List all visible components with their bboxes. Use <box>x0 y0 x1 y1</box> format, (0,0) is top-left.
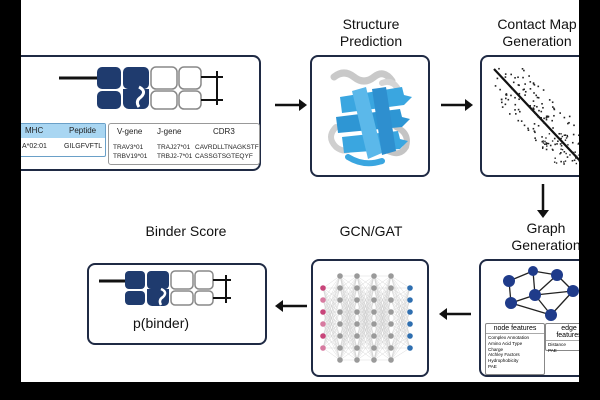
node-feature-item: Complex Annotation <box>488 335 530 340</box>
node-feature-item: Charge <box>488 346 504 352</box>
structure-label-line2: Prediction <box>339 33 403 49</box>
node-feature-item: Amino Acid Type <box>488 340 523 346</box>
mhc-table-header <box>21 124 105 138</box>
edge-feature-item: Distance <box>548 342 566 347</box>
tra-cdr3: CAVRDLLTNAGKSTF <box>195 144 259 151</box>
arrow-to-gcn <box>439 308 471 320</box>
graph-generation-label: Graph Generation <box>491 220 579 254</box>
graph-network-icon <box>503 266 579 321</box>
edge-features-title: edge features <box>546 324 579 341</box>
contact-map-panel <box>480 55 579 177</box>
contact-map-label-line2: Generation <box>502 33 572 49</box>
tra-v-gene: TRAV3*01 <box>113 144 144 151</box>
node-features-title: node features <box>486 324 544 334</box>
contact-map-plot <box>493 67 579 165</box>
contact-map-label: Contact Map Generation <box>477 16 579 50</box>
tcr-table: V-gene J-gene CDR3 TRAV3*01 TRAJ27*01 CA… <box>108 123 260 165</box>
neural-network-icon <box>320 273 413 363</box>
tra-j-gene: TRAJ27*01 <box>157 144 191 151</box>
input-panel: MHC Peptide A*02:01 GILGFVFTL V-gene J-g… <box>21 55 261 171</box>
edge-feature-item: PAE <box>548 347 557 353</box>
arrow-to-structure <box>275 99 307 111</box>
arrow-to-binder-score <box>275 300 307 312</box>
node-feature-item: Atchley Factors <box>488 352 520 358</box>
arrow-to-contact-map <box>441 99 473 111</box>
structure-label-line1: Structure <box>342 16 400 32</box>
peptide-sequence: GILGFVFTL <box>64 143 103 150</box>
tcr-pmhc-complex-icon <box>59 66 223 110</box>
arrow-to-graph-generation <box>537 184 549 218</box>
protein-structure-icon <box>328 69 412 167</box>
binder-score-label: Binder Score <box>145 223 227 239</box>
gcn-gat-label: GCN/GAT <box>339 223 403 239</box>
node-feature-item: PAE <box>488 363 497 369</box>
mhc-table: MHC Peptide A*02:01 GILGFVFTL <box>21 123 106 157</box>
graph-label-line1: Graph <box>526 220 566 236</box>
trb-j-gene: TRBJ2-7*01 <box>157 153 193 160</box>
mhc-allele: A*02:01 <box>22 143 47 150</box>
v-gene-header: V-gene <box>117 127 143 136</box>
node-feature-item: Hydrophobicity <box>488 358 519 364</box>
j-gene-header: J-gene <box>157 127 182 136</box>
gcn-panel <box>311 259 429 377</box>
structure-panel <box>310 55 430 177</box>
binder-panel: p(binder) <box>87 263 267 345</box>
mhc-header: MHC <box>25 126 44 135</box>
p-binder-label: p(binder) <box>133 315 190 331</box>
trb-v-gene: TRBV19*01 <box>113 153 148 160</box>
peptide-header: Peptide <box>69 126 97 135</box>
cdr3-header: CDR3 <box>213 127 235 136</box>
structure-prediction-label: Structure Prediction <box>311 16 431 50</box>
tcr-pmhc-complex-icon-2 <box>99 270 231 306</box>
graph-label-line2: Generation <box>511 237 579 253</box>
contact-map-label-line1: Contact Map <box>497 16 577 32</box>
diagram-canvas: MHC Peptide A*02:01 GILGFVFTL V-gene J-g… <box>21 0 579 382</box>
trb-cdr3: CASSGTSGTEQYF <box>195 153 253 160</box>
